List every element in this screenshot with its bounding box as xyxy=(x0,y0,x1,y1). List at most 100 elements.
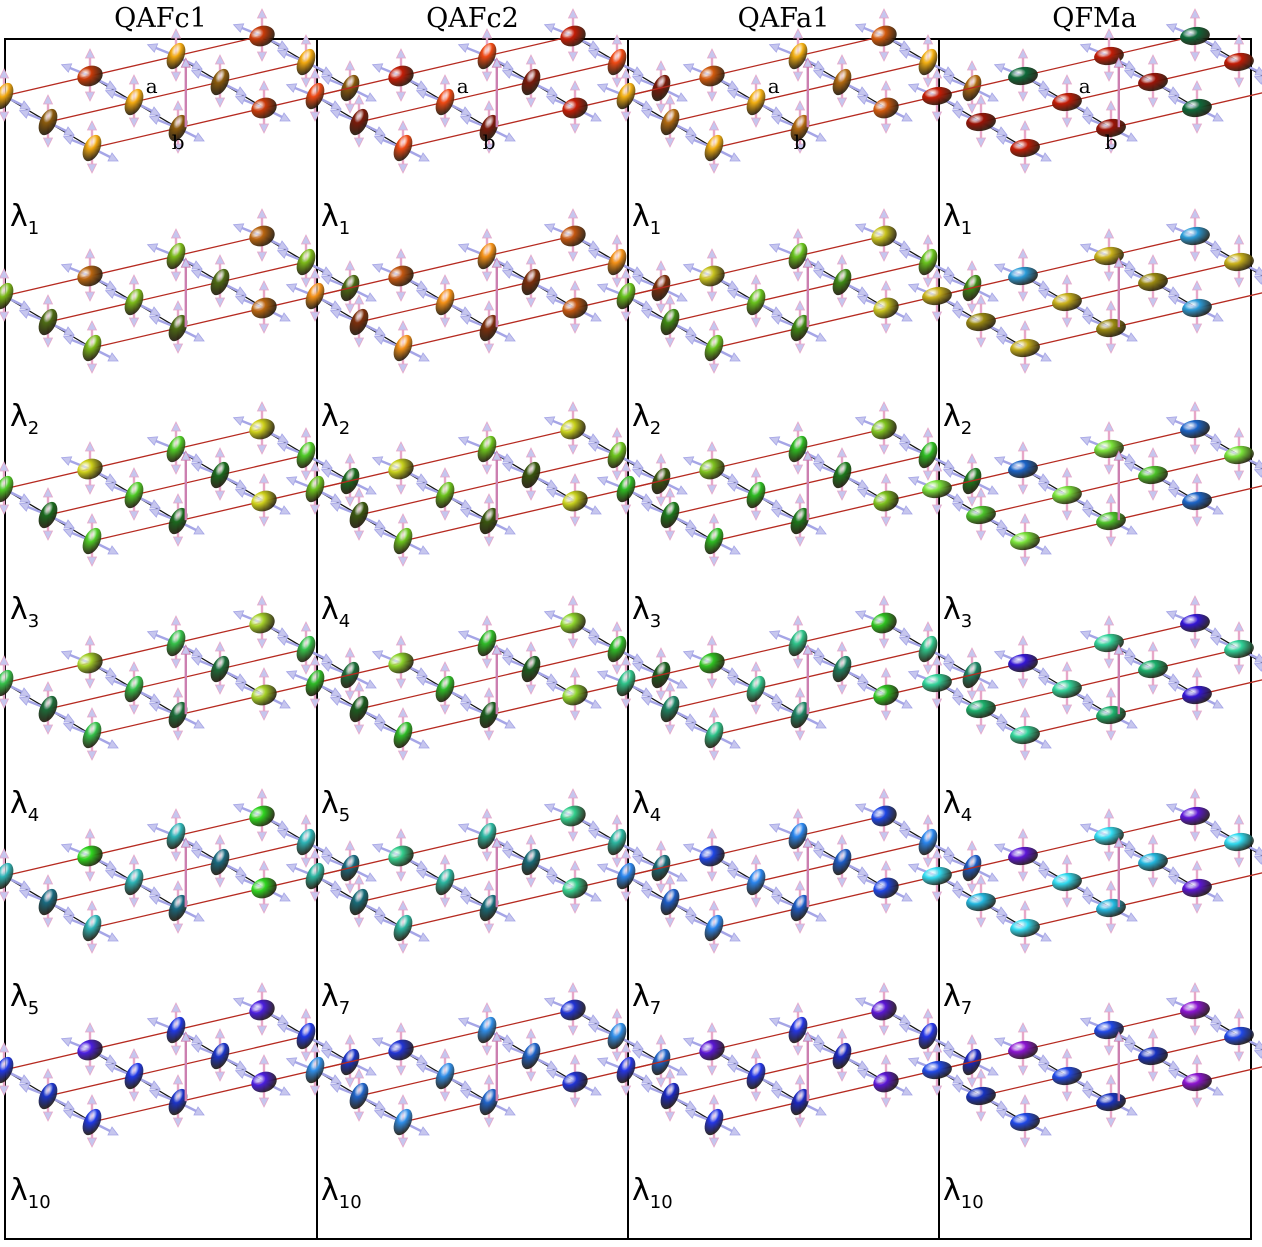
central-spin-arrow-head xyxy=(802,644,813,655)
column-header-row: QAFc1 QAFc2 QAFa1 QFMa xyxy=(0,0,1262,38)
spin-arrow-head xyxy=(631,855,644,865)
spin-arrow-head xyxy=(836,297,848,308)
spin-arrow-head xyxy=(880,123,892,134)
axis-label-a: a xyxy=(1079,74,1091,98)
spin-arrow-head xyxy=(1254,66,1262,76)
lattice-sites xyxy=(0,8,377,174)
eigenvalue-subscript: 2 xyxy=(28,418,39,439)
spin-arrow-head xyxy=(277,820,289,830)
spin-arrow-head xyxy=(457,630,470,640)
ellipsoid xyxy=(77,652,103,674)
eigenvalue-subscript: 1 xyxy=(650,218,661,239)
spin-arrow-head xyxy=(1233,1008,1245,1019)
spin-arrow-head xyxy=(708,1137,720,1148)
ellipsoid xyxy=(479,894,499,922)
spin-site xyxy=(951,874,1008,928)
spin-arrow-head xyxy=(726,676,739,686)
spin-arrow-head xyxy=(1209,49,1222,59)
spin-arrow-head xyxy=(1103,658,1115,669)
spin-arrow-head xyxy=(655,260,667,271)
spin-arrow-head xyxy=(931,268,943,279)
spin-arrow-head xyxy=(922,1008,934,1019)
spin-arrow-head xyxy=(878,1025,890,1036)
spin-arrow-head xyxy=(1103,464,1115,475)
spin-arrow-head xyxy=(146,823,159,833)
spin-arrow-head xyxy=(235,1060,247,1070)
spin-arrow-head xyxy=(655,453,667,464)
spin-arrow-head xyxy=(256,401,268,412)
spin-site xyxy=(373,513,430,567)
spin-site xyxy=(371,828,428,882)
spin-arrow-head xyxy=(1105,100,1117,111)
spin-arrow-head xyxy=(750,117,762,128)
spin-site xyxy=(148,100,205,154)
spin-arrow-head xyxy=(543,223,556,233)
spin-arrow-head xyxy=(966,260,978,271)
spin-arrow-head xyxy=(1124,647,1136,657)
ellipsoid xyxy=(616,1056,636,1084)
spin-arrow-head xyxy=(321,459,333,469)
lattice-sites xyxy=(907,401,1262,567)
bond-a xyxy=(47,454,307,516)
spin-arrow-head xyxy=(1126,1106,1138,1116)
ellipsoid xyxy=(0,475,14,503)
ellipsoid xyxy=(388,1039,414,1061)
panel-qafc2-2: λ2 xyxy=(285,208,688,439)
eigenvalue-subscript: 4 xyxy=(339,611,350,632)
axis-label-b: b xyxy=(483,130,496,154)
spin-arrow-head xyxy=(300,621,312,632)
spin-arrow-head xyxy=(0,1042,10,1053)
spin-site xyxy=(62,1094,119,1148)
spin-arrow-head xyxy=(794,687,806,698)
spin-arrow-head xyxy=(365,872,377,882)
spin-arrow-head xyxy=(898,636,911,646)
spin-arrow-head xyxy=(42,1068,54,1079)
spin-arrow-head xyxy=(309,461,321,472)
ellipsoid xyxy=(746,481,766,509)
spin-arrow-head xyxy=(664,681,676,692)
spin-site xyxy=(190,641,247,695)
ellipsoid xyxy=(38,308,58,336)
spin-arrow-head xyxy=(62,722,75,732)
spin-arrow-head xyxy=(770,508,783,518)
spin-arrow-head xyxy=(664,724,676,735)
spin-site xyxy=(373,707,430,761)
spin-arrow-head xyxy=(105,280,117,290)
spin-arrow-head xyxy=(148,508,161,518)
spin-site xyxy=(854,208,911,262)
spin-arrow-head xyxy=(397,943,409,954)
panel-qafa1-6: λ10 xyxy=(596,982,999,1213)
spin-arrow-head xyxy=(214,641,226,652)
spin-arrow-head xyxy=(1212,312,1224,322)
ellipsoid xyxy=(660,1082,680,1110)
spin-arrow-head xyxy=(1105,1117,1117,1128)
spin-arrow-head xyxy=(899,433,911,443)
spin-arrow-head xyxy=(975,917,987,928)
spin-arrow-head xyxy=(191,1034,203,1044)
spin-arrow-head xyxy=(395,1022,407,1033)
spin-arrow-head xyxy=(706,248,718,259)
spin-arrow-head xyxy=(901,112,913,122)
ellipsoid xyxy=(873,490,899,512)
eigenvalue-label: λ2 xyxy=(943,399,972,439)
spin-site xyxy=(1079,421,1136,475)
column-divider xyxy=(938,40,940,1238)
ellipsoid xyxy=(1224,639,1254,659)
spin-arrow-head xyxy=(729,545,741,555)
ellipsoid xyxy=(349,1082,369,1110)
spin-arrow-head xyxy=(309,1085,321,1096)
spin-arrow-head xyxy=(727,860,739,870)
spin-arrow-head xyxy=(104,289,117,299)
spin-arrow-head xyxy=(1233,621,1245,632)
spin-arrow-head xyxy=(993,650,1006,660)
bond-a xyxy=(1024,872,1262,929)
spin-site xyxy=(371,48,428,102)
spin-arrow-head xyxy=(975,294,987,305)
spin-site xyxy=(587,621,644,675)
spin-arrow-head xyxy=(62,915,75,925)
bond-a xyxy=(669,648,929,710)
ellipsoid xyxy=(1224,52,1254,72)
ellipsoid xyxy=(746,288,766,316)
spin-arrow-head xyxy=(258,860,270,871)
